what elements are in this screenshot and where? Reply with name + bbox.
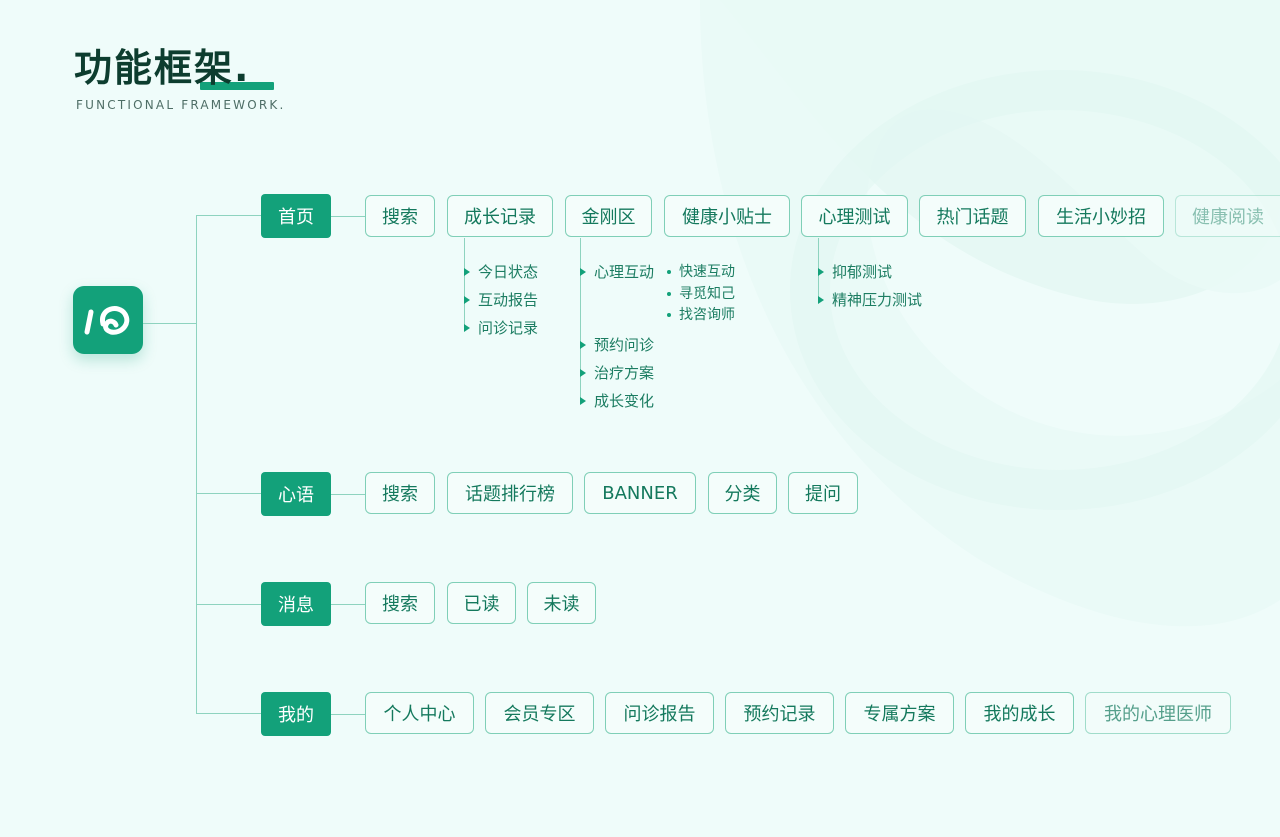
sub-label: 精神压力测试 bbox=[832, 291, 923, 309]
bullet-dot-icon bbox=[667, 313, 671, 317]
app-icon bbox=[73, 286, 143, 354]
bullet-arrow-icon bbox=[580, 268, 586, 276]
category-mine[interactable]: 我的 bbox=[261, 692, 331, 736]
bullet-arrow-icon bbox=[818, 296, 824, 304]
node-messages-read[interactable]: 已读 bbox=[447, 582, 516, 624]
connector-cat-3 bbox=[331, 604, 365, 605]
sub-label: 抑郁测试 bbox=[832, 263, 893, 281]
connector-cat-4 bbox=[331, 714, 365, 715]
sub-test-depression: 抑郁测试 bbox=[818, 262, 892, 282]
bullet-arrow-icon bbox=[580, 369, 586, 377]
sub-label: 问诊记录 bbox=[478, 319, 539, 337]
sub-interaction-counselor: 找咨询师 bbox=[667, 305, 735, 325]
sub-growth-interaction-report: 互动报告 bbox=[464, 290, 538, 310]
connector-cat-1 bbox=[331, 216, 365, 217]
sub-label: 互动报告 bbox=[478, 291, 539, 309]
node-xinyu-category[interactable]: 分类 bbox=[708, 472, 777, 514]
node-home-psych-test[interactable]: 心理测试 bbox=[801, 195, 908, 237]
sub-label: 今日状态 bbox=[478, 263, 539, 281]
node-mine-exclusive-plan[interactable]: 专属方案 bbox=[845, 692, 954, 734]
node-xinyu-banner[interactable]: BANNER bbox=[584, 472, 696, 514]
bullet-arrow-icon bbox=[580, 341, 586, 349]
connector-branch-1 bbox=[196, 215, 261, 216]
connector-branch-3 bbox=[196, 604, 261, 605]
node-mine-my-doctor[interactable]: 我的心理医师 bbox=[1085, 692, 1231, 734]
node-mine-personal-center[interactable]: 个人中心 bbox=[365, 692, 474, 734]
category-messages[interactable]: 消息 bbox=[261, 582, 331, 626]
node-messages-search[interactable]: 搜索 bbox=[365, 582, 435, 624]
connector-branch-2 bbox=[196, 493, 261, 494]
page-subtitle: FUNCTIONAL FRAMEWORK. bbox=[76, 98, 286, 112]
sub-growth-consult-record: 问诊记录 bbox=[464, 318, 538, 338]
node-xinyu-ask[interactable]: 提问 bbox=[788, 472, 858, 514]
sub-kingkong-treatment: 治疗方案 bbox=[580, 363, 654, 383]
node-mine-vip-zone[interactable]: 会员专区 bbox=[485, 692, 594, 734]
node-home-search[interactable]: 搜索 bbox=[365, 195, 435, 237]
category-xinyu[interactable]: 心语 bbox=[261, 472, 331, 516]
node-xinyu-search[interactable]: 搜索 bbox=[365, 472, 435, 514]
sub-kingkong-interaction: 心理互动 bbox=[580, 262, 654, 282]
bullet-arrow-icon bbox=[464, 296, 470, 304]
node-home-health-tips[interactable]: 健康小贴士 bbox=[664, 195, 790, 237]
sub-label: 预约问诊 bbox=[594, 336, 655, 354]
bullet-dot-icon bbox=[667, 270, 671, 274]
bullet-dot-icon bbox=[667, 292, 671, 296]
bullet-arrow-icon bbox=[580, 397, 586, 405]
sub-label: 快速互动 bbox=[679, 264, 735, 280]
sub-label: 寻觅知己 bbox=[679, 286, 735, 302]
category-home[interactable]: 首页 bbox=[261, 194, 331, 238]
node-home-kingkong[interactable]: 金刚区 bbox=[565, 195, 652, 237]
sub-kingkong-growth-change: 成长变化 bbox=[580, 391, 654, 411]
bullet-arrow-icon bbox=[464, 268, 470, 276]
sub-label: 成长变化 bbox=[594, 392, 655, 410]
bullet-arrow-icon bbox=[818, 268, 824, 276]
sub-label: 治疗方案 bbox=[594, 364, 655, 382]
node-home-health-reading[interactable]: 健康阅读 bbox=[1175, 195, 1280, 237]
node-home-hot-topics[interactable]: 热门话题 bbox=[919, 195, 1026, 237]
connector-root bbox=[143, 323, 197, 324]
sub-growth-today: 今日状态 bbox=[464, 262, 538, 282]
sub-label: 心理互动 bbox=[594, 263, 655, 281]
node-messages-unread[interactable]: 未读 bbox=[527, 582, 596, 624]
node-home-life-hacks[interactable]: 生活小妙招 bbox=[1038, 195, 1164, 237]
node-mine-my-growth[interactable]: 我的成长 bbox=[965, 692, 1074, 734]
node-home-growth-record[interactable]: 成长记录 bbox=[447, 195, 553, 237]
page-title: 功能框架. bbox=[74, 46, 251, 90]
connector-trunk bbox=[196, 215, 197, 714]
sub-interaction-quick: 快速互动 bbox=[667, 262, 735, 282]
bullet-arrow-icon bbox=[464, 324, 470, 332]
sub-interaction-friend: 寻觅知己 bbox=[667, 284, 735, 304]
connector-growth-sub bbox=[464, 238, 465, 330]
connector-branch-4 bbox=[196, 713, 261, 714]
title-underline bbox=[200, 82, 274, 90]
node-mine-appointment-record[interactable]: 预约记录 bbox=[725, 692, 834, 734]
sub-label: 找咨询师 bbox=[679, 307, 735, 323]
connector-cat-2 bbox=[331, 494, 365, 495]
node-mine-consult-report[interactable]: 问诊报告 bbox=[605, 692, 714, 734]
sub-kingkong-appointment: 预约问诊 bbox=[580, 335, 654, 355]
sub-test-stress: 精神压力测试 bbox=[818, 290, 922, 310]
connector-kingkong-sub bbox=[580, 238, 581, 404]
node-xinyu-ranking[interactable]: 话题排行榜 bbox=[447, 472, 573, 514]
logo-heart-icon bbox=[84, 306, 130, 335]
